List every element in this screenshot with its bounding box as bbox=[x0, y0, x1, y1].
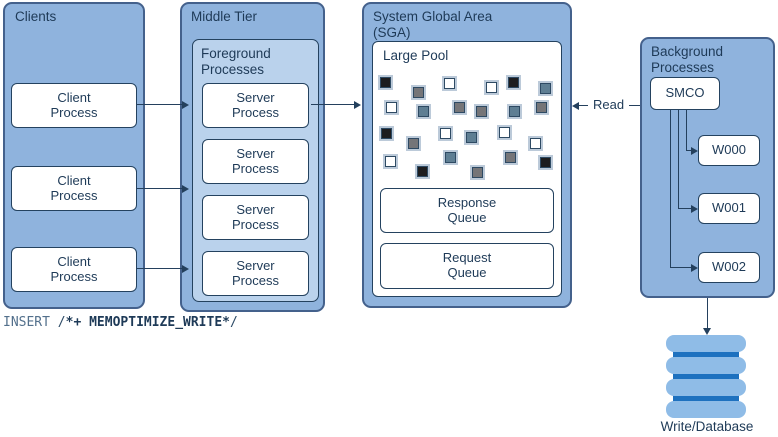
large-pool-title: Large Pool bbox=[383, 48, 449, 63]
database-disk-platter bbox=[666, 357, 746, 374]
background-processes-title: Background Processes bbox=[651, 44, 724, 75]
smco-to-w001-arrowhead bbox=[691, 205, 698, 213]
server-process-box: Server Process bbox=[202, 83, 309, 128]
middle-tier-panel-title: Middle Tier bbox=[191, 9, 258, 24]
pool-chunk-square bbox=[540, 83, 551, 94]
client1-to-server-arrow-line bbox=[137, 104, 183, 105]
pool-chunk-square bbox=[536, 102, 547, 113]
database-disk-bands bbox=[673, 341, 739, 411]
write-to-database-arrowhead bbox=[703, 328, 711, 335]
smco-to-w002-hline bbox=[670, 267, 692, 268]
worker-process-box: W000 bbox=[698, 135, 760, 166]
worker-process-box: W001 bbox=[698, 193, 760, 224]
client-process-box: Client Process bbox=[11, 83, 137, 128]
database-disk-platter bbox=[666, 401, 746, 418]
middle-tier-to-sga-arrow-line bbox=[311, 104, 354, 105]
request-queue-box: Request Queue bbox=[380, 243, 554, 289]
middle-tier-to-sga-arrowhead bbox=[354, 101, 361, 109]
smco-to-w002-arrowhead bbox=[691, 264, 698, 272]
pool-chunk-square bbox=[445, 152, 456, 163]
pool-chunk-square bbox=[472, 167, 483, 178]
clients-panel-title: Clients bbox=[15, 9, 57, 24]
pool-chunk-square bbox=[530, 138, 541, 149]
pool-chunk-square bbox=[380, 77, 391, 88]
server-process-box: Server Process bbox=[202, 139, 309, 184]
server-process-box: Server Process bbox=[202, 251, 309, 296]
smco-process-box: SMCO bbox=[650, 77, 720, 110]
pool-chunk-square bbox=[486, 82, 497, 93]
client2-to-server-arrowhead bbox=[182, 185, 189, 193]
database-disk-platter bbox=[666, 379, 746, 396]
worker-process-box: W002 bbox=[698, 252, 760, 283]
client1-to-server-arrowhead bbox=[182, 101, 189, 109]
pool-chunk-square bbox=[509, 106, 520, 117]
pool-chunk-square bbox=[508, 77, 519, 88]
smco-to-w001-hline bbox=[678, 208, 692, 209]
database-disk-platter bbox=[666, 335, 746, 352]
smco-to-w002-vline bbox=[670, 110, 671, 268]
hint-close-slash: / bbox=[230, 315, 238, 330]
pool-chunk-square bbox=[444, 78, 455, 89]
pool-chunk-square bbox=[381, 128, 392, 139]
write-to-database-arrow-line bbox=[707, 298, 708, 329]
client-process-box: Client Process bbox=[11, 166, 137, 211]
pool-chunk-square bbox=[499, 127, 510, 138]
pool-chunk-square bbox=[454, 102, 465, 113]
pool-chunk-square bbox=[476, 106, 487, 117]
client2-to-server-arrow-line bbox=[137, 188, 183, 189]
hint-open-slash: / bbox=[57, 315, 66, 330]
pool-chunk-square bbox=[417, 166, 428, 177]
pool-chunk-square bbox=[505, 152, 516, 163]
pool-chunk-square bbox=[466, 132, 477, 143]
read-arrow-label: Read bbox=[588, 97, 630, 112]
smco-to-w000-vline bbox=[686, 110, 687, 151]
insert-statement: INSERT /*+ MEMOPTIMIZE_WRITE*/ bbox=[3, 315, 238, 330]
pool-chunk-square bbox=[413, 87, 424, 98]
database-label: Write/Database bbox=[660, 419, 754, 434]
response-queue-box: Response Queue bbox=[380, 188, 554, 233]
pool-chunk-square bbox=[408, 138, 419, 149]
pool-chunk-square bbox=[418, 106, 429, 117]
pool-chunk-square bbox=[540, 157, 551, 168]
server-process-box: Server Process bbox=[202, 195, 309, 240]
smco-to-w000-arrowhead bbox=[691, 147, 698, 155]
pool-chunk-square bbox=[386, 102, 397, 113]
client3-to-server-arrowhead bbox=[182, 265, 189, 273]
smco-to-w001-vline bbox=[678, 110, 679, 209]
memoptimize-write-hint: *+ MEMOPTIMIZE_WRITE* bbox=[65, 315, 230, 330]
smco-to-w000-hline bbox=[686, 150, 692, 151]
read-arrowhead bbox=[572, 102, 579, 110]
insert-keyword: INSERT bbox=[3, 315, 58, 330]
pool-chunk-square bbox=[385, 156, 396, 167]
client-process-box: Client Process bbox=[11, 247, 137, 292]
pool-chunk-square bbox=[440, 128, 451, 139]
client3-to-server-arrow-line bbox=[137, 268, 183, 269]
sga-panel-title: System Global Area (SGA) bbox=[373, 9, 493, 40]
foreground-processes-title: Foreground Processes bbox=[201, 46, 271, 77]
